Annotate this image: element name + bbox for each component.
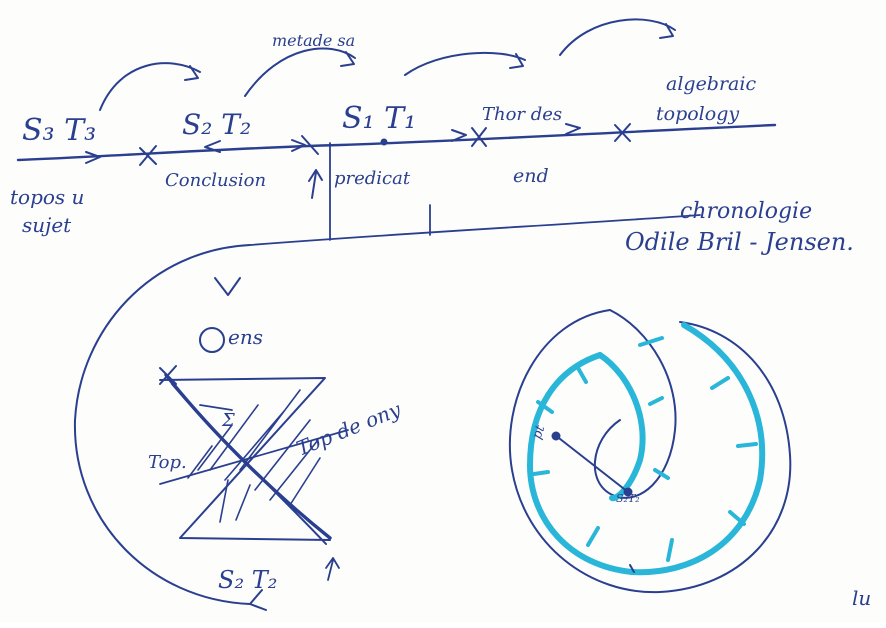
label-algebraic: algebraic <box>666 73 756 95</box>
under-topos-2: sujet <box>22 213 72 237</box>
hatching <box>187 389 321 523</box>
side-note-line1: chronologie <box>680 199 812 224</box>
timeline <box>16 18 777 246</box>
under-predicat: predicat <box>334 168 411 189</box>
x-mark <box>159 365 177 385</box>
branch-line <box>249 142 701 246</box>
tick-2 <box>301 135 319 155</box>
center-tick <box>629 564 635 573</box>
tick-4 <box>614 123 631 142</box>
sigma-arrow <box>199 404 233 411</box>
label-bottom-s2t2: S₂ T₂ <box>218 566 277 594</box>
page-mark: lu <box>852 586 871 610</box>
right-diagram <box>508 309 792 594</box>
curve-into-diagram <box>73 244 251 605</box>
label-sigma: Σ <box>221 410 235 431</box>
arc-2 <box>244 47 356 97</box>
axis-arrow-2 <box>204 140 221 153</box>
tick-1 <box>139 145 157 166</box>
bottom-up-arrow <box>325 557 340 581</box>
arc-1 <box>99 62 201 111</box>
right-diagram-labels: pt S₂T₂ <box>530 423 640 505</box>
spiral-inner <box>593 309 677 499</box>
cyan-band-inner <box>597 352 646 502</box>
arc-2-head <box>340 51 355 67</box>
curve-head-top <box>214 277 241 296</box>
radius-line <box>554 434 629 493</box>
arc-1-head <box>184 65 199 81</box>
label-s1t1: S₁ T₁ <box>342 101 416 136</box>
cyan-dashes <box>532 336 758 562</box>
up-arrow-predicat <box>308 169 323 199</box>
hourglass-cross <box>159 429 349 485</box>
label-s3t3: S₃ T₃ <box>22 113 96 148</box>
under-end: end <box>513 165 549 187</box>
spiral-outer <box>508 309 792 594</box>
arc-4 <box>559 18 676 56</box>
under-topos-1: topos u <box>10 185 84 209</box>
ens-scribble <box>199 327 225 353</box>
axis-arrow-3 <box>291 139 306 152</box>
label-pt: pt <box>530 423 549 442</box>
cyan-band-outer <box>527 322 766 576</box>
under-conclusion: Conclusion <box>165 170 266 191</box>
arc-3-head <box>509 53 524 69</box>
label-topology: topology <box>656 103 739 125</box>
dot-s1 <box>380 138 388 146</box>
timeline-labels: S₃ T₃ S₂ T₂ S₁ T₁ Thor des algebraic top… <box>10 31 854 256</box>
label-top-dot: Top. <box>148 452 187 473</box>
left-diagram-labels: ens Top. Top de ony Σ S₂ T₂ <box>148 325 405 594</box>
label-top-de-ony: Top de ony <box>293 397 405 461</box>
label-ens: ens <box>228 325 263 349</box>
curve-head-bottom <box>249 589 267 611</box>
arc-4-head <box>659 23 674 39</box>
label-thordes: Thor des <box>482 104 562 125</box>
label-s2t2: S₂ T₂ <box>182 108 251 141</box>
axis-arrow-1 <box>85 151 101 164</box>
axis-arrow-5 <box>565 123 581 135</box>
center-point <box>623 487 633 497</box>
left-diagram <box>73 244 349 611</box>
tick-3 <box>471 127 487 147</box>
label-center: S₂T₂ <box>616 492 640 505</box>
radius-end <box>551 431 561 441</box>
label-metadesa: metade sa <box>272 31 355 50</box>
hourglass-diagonal-2 <box>171 383 327 545</box>
side-note-line2: Odile Bril - Jensen. <box>625 228 854 256</box>
arc-3 <box>404 51 526 76</box>
axis-arrow-4 <box>451 129 467 142</box>
